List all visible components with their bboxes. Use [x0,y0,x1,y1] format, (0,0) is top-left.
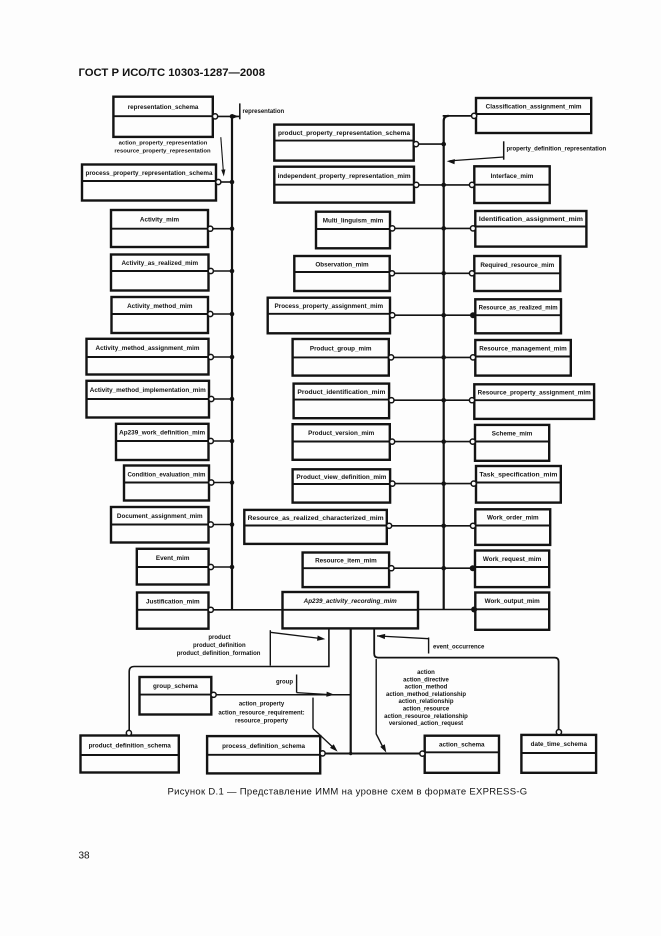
svg-text:Product_identification_mim: Product_identification_mim [297,389,385,396]
svg-text:action_resource_relationship: action_resource_relationship [384,714,468,720]
svg-text:Ap239_activity_recording_mim: Ap239_activity_recording_mim [303,598,397,605]
svg-text:action_property: action_property [239,702,285,708]
svg-text:product_property_representatio: product_property_representation_schema [278,130,411,137]
svg-text:Identification_assignment_mim: Identification_assignment_mim [479,216,583,223]
svg-text:Multi_linguism_mim: Multi_linguism_mim [323,218,384,225]
svg-text:Ap239_work_definition_mim: Ap239_work_definition_mim [119,430,205,437]
svg-text:Work_order_mim: Work_order_mim [487,515,539,522]
svg-text:Required_resource_mim: Required_resource_mim [480,262,554,269]
svg-text:Interface_mim: Interface_mim [491,173,534,180]
svg-text:group_schema: group_schema [153,683,198,690]
svg-text:action_relationship: action_relationship [398,699,453,705]
svg-text:process_property_representatio: process_property_representation_schema [86,170,213,177]
svg-text:action_resource_requirement:: action_resource_requirement: [218,710,304,716]
svg-text:action_method_relationship: action_method_relationship [386,692,466,698]
svg-text:group: group [276,680,293,686]
svg-text:Justification_mim: Justification_mim [146,598,200,605]
svg-text:Classification_assignment_mim: Classification_assignment_mim [486,103,582,110]
svg-text:Activity_method_assignment_mim: Activity_method_assignment_mim [96,345,200,352]
svg-text:representation: representation [243,109,285,115]
svg-text:Document_assignment_mim: Document_assignment_mim [117,513,203,520]
svg-text:versioned_action_request: versioned_action_request [389,721,463,727]
svg-text:independent_property_represent: independent_property_representation_mim [278,173,411,180]
svg-text:38: 38 [79,851,91,862]
svg-text:action_method: action_method [405,685,448,691]
svg-text:Activity_mim: Activity_mim [140,217,180,224]
svg-text:action_resource: action_resource [403,707,450,713]
svg-text:Resource_as_realized_character: Resource_as_realized_characterized_mim [248,515,384,522]
svg-text:Resource_management_mim: Resource_management_mim [479,346,567,353]
svg-text:product_definition: product_definition [193,643,246,649]
svg-text:ГОСТ Р ИСО/ТС 10303-1287—2008: ГОСТ Р ИСО/ТС 10303-1287—2008 [79,67,266,79]
svg-text:action_property_representation: action_property_representation [119,141,208,147]
svg-text:Resource_property_assignment_m: Resource_property_assignment_mim [478,390,591,397]
svg-text:product_definition_schema: product_definition_schema [89,743,172,750]
svg-text:Event_mim: Event_mim [156,555,190,562]
svg-text:Condition_evaluation_mim: Condition_evaluation_mim [128,471,206,478]
svg-text:Resource_as_realized_mim: Resource_as_realized_mim [479,305,558,312]
svg-text:event_occurrence: event_occurrence [433,645,485,651]
svg-text:Observation_mim: Observation_mim [315,261,369,268]
svg-text:action: action [417,670,435,676]
svg-text:Work_output_mim: Work_output_mim [485,598,541,605]
svg-text:property_definition_representa: property_definition_representation [507,147,607,153]
svg-text:Scheme_mim: Scheme_mim [492,431,533,438]
svg-text:Product_version_mim: Product_version_mim [308,430,375,437]
svg-text:action_schema: action_schema [439,741,485,748]
svg-text:resource_property: resource_property [235,718,289,724]
svg-text:Activity_method_mim: Activity_method_mim [127,303,193,310]
svg-text:action_directive: action_directive [403,677,449,683]
svg-text:Resource_item_mim: Resource_item_mim [315,558,377,565]
svg-text:representation_schema: representation_schema [128,104,199,111]
svg-text:process_definition_schema: process_definition_schema [222,743,305,750]
svg-text:resource_property_representati: resource_property_representation [114,149,211,155]
svg-text:product_definition_formation: product_definition_formation [177,651,261,657]
svg-text:Task_specification_mim: Task_specification_mim [479,472,557,479]
svg-text:product: product [208,635,230,641]
svg-text:Product_group_mim: Product_group_mim [310,346,372,353]
svg-text:date_time_schema: date_time_schema [531,741,588,748]
svg-text:Work_request_mim: Work_request_mim [483,556,542,563]
svg-text:Activity_method_implementation: Activity_method_implementation_mim [90,387,206,394]
svg-text:Рисунок D.1 — Представление ИМ: Рисунок D.1 — Представление ИММ на уровн… [168,787,528,798]
svg-text:Product_view_definition_mim: Product_view_definition_mim [296,474,386,481]
svg-text:Process_property_assignment_mi: Process_property_assignment_mim [275,303,384,310]
svg-text:Activity_as_realized_mim: Activity_as_realized_mim [121,260,198,267]
